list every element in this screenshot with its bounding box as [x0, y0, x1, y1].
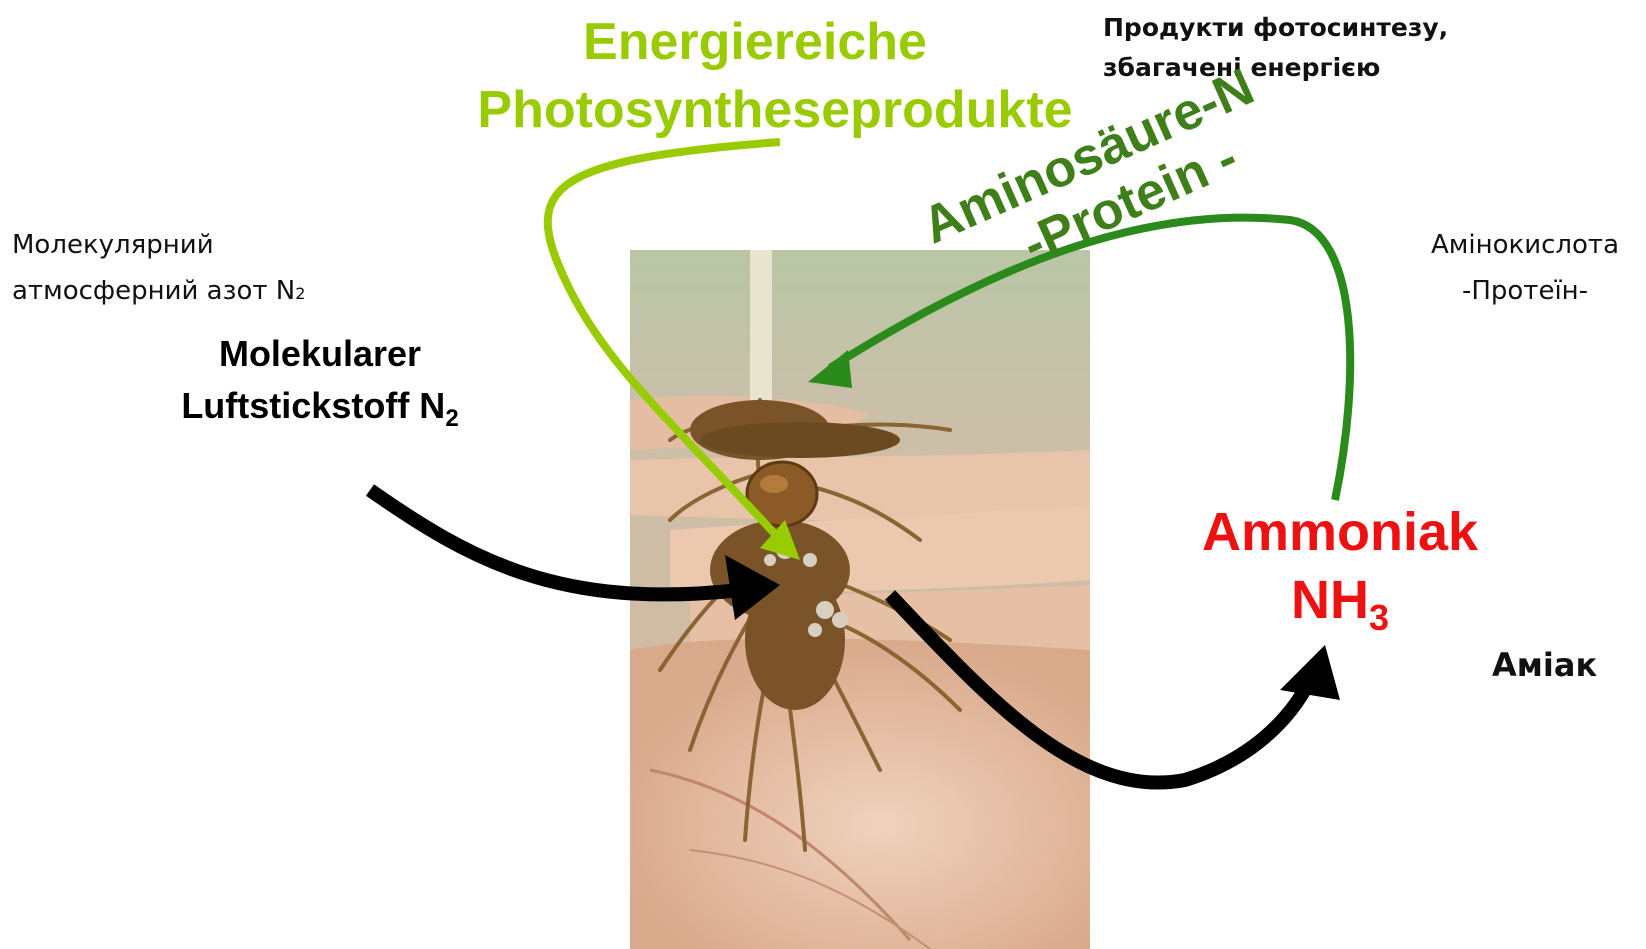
ammoniak-de-line2-text: NH: [1291, 570, 1369, 630]
ammoniak-de-line2: NH3: [1180, 566, 1500, 652]
ammoniak-de-label: Ammoniak NH3: [1180, 498, 1500, 652]
nitrogen-ukr-sub: 2: [295, 284, 305, 303]
nitrogen-de-sub: 2: [445, 405, 458, 432]
nitrogen-ukr-line2-text: атмосферний азот N: [12, 276, 295, 306]
nitrogen-de-line2-text: Luftstickstoff N: [181, 385, 445, 426]
nitrogen-ukr-line1: Молекулярний: [12, 222, 305, 268]
ammoniak-ukr-label: Аміак: [1492, 646, 1597, 684]
nitrogen-arrow: [370, 490, 740, 594]
ammonia-arrowhead: [1280, 645, 1340, 700]
amino-arrowhead: [808, 350, 852, 388]
nitrogen-ukr-line2: атмосферний азот N2: [12, 268, 305, 317]
photosynthesis-title-line2: Photosyntheseprodukte: [425, 76, 1125, 144]
photosynthesis-title: Energiereiche Photosyntheseprodukte: [425, 8, 1125, 144]
nitrogen-de-line1: Molekularer: [140, 328, 500, 380]
nitrogen-de-label: Molekularer Luftstickstoff N2: [140, 328, 500, 445]
nitrogen-arrowhead: [725, 555, 780, 620]
amino-ukr-line2: -Протеїн-: [1405, 268, 1645, 314]
photosynthesis-title-line1: Energiereiche: [385, 8, 1125, 76]
photosynthesis-arrow: [548, 142, 785, 545]
amino-ukr-label: Амінокислота -Протеїн-: [1405, 222, 1645, 314]
amino-ukr-line1: Амінокислота: [1405, 222, 1645, 268]
nitrogen-ukr-label: Молекулярний атмосферний азот N2: [12, 222, 305, 317]
nitrogen-de-line2: Luftstickstoff N2: [140, 380, 500, 445]
ammoniak-de-sub: 3: [1369, 597, 1389, 638]
ammoniak-de-line1: Ammoniak: [1180, 498, 1500, 566]
